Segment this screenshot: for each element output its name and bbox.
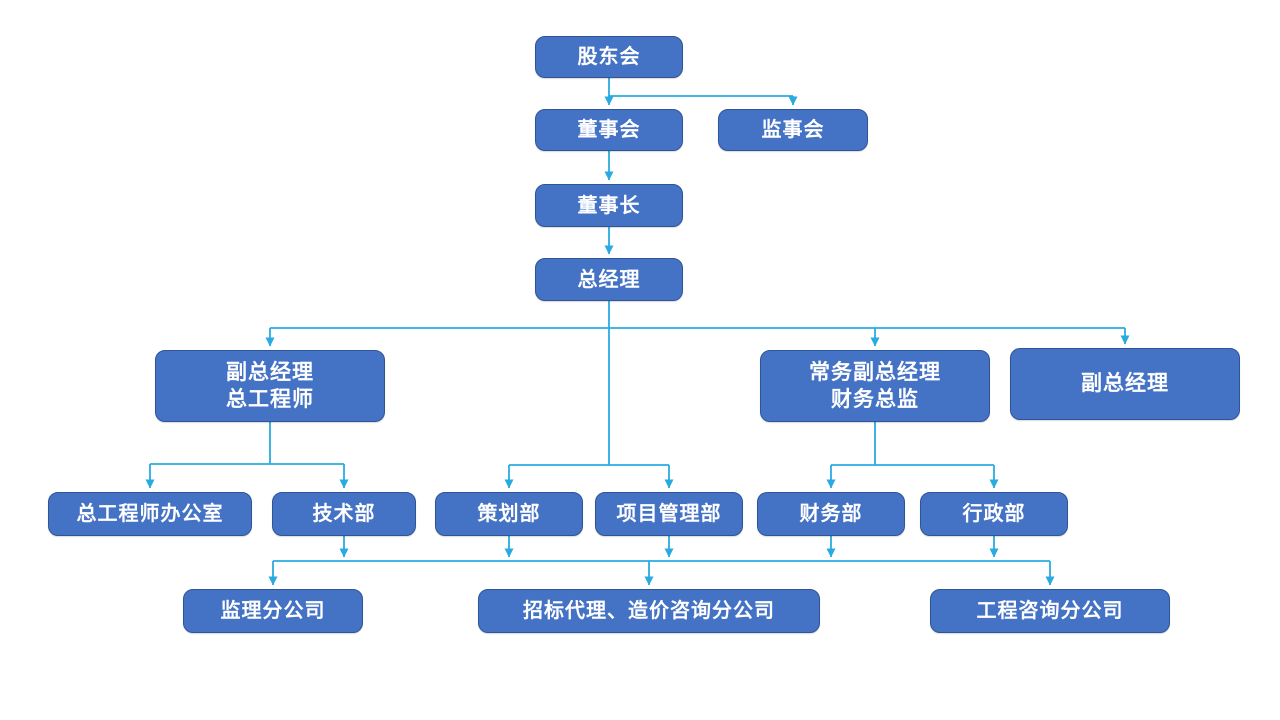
org-node-label: 董事会 xyxy=(577,119,641,141)
org-node-exec-deputy-gm-cfo[interactable]: 常务副总经理 财务总监 xyxy=(760,350,990,422)
org-node-shareholders-meeting[interactable]: 股东会 xyxy=(535,36,683,78)
org-node-label-line1: 副总经理 xyxy=(226,360,314,384)
org-node-engineering-consulting-branch[interactable]: 工程咨询分公司 xyxy=(930,589,1170,633)
org-node-label: 总经理 xyxy=(577,268,641,291)
org-node-label: 招标代理、造价咨询分公司 xyxy=(523,600,775,622)
org-node-label: 股东会 xyxy=(577,46,641,68)
org-node-chief-engineer-office[interactable]: 总工程师办公室 xyxy=(48,492,252,536)
org-node-bidding-cost-consulting-branch[interactable]: 招标代理、造价咨询分公司 xyxy=(478,589,820,633)
org-node-label: 行政部 xyxy=(962,503,1026,525)
org-node-label: 副总经理 xyxy=(1081,372,1169,396)
org-node-finance-dept[interactable]: 财务部 xyxy=(757,492,905,536)
org-node-label: 总工程师办公室 xyxy=(76,503,224,525)
org-node-supervision-branch[interactable]: 监理分公司 xyxy=(183,589,363,633)
org-node-label: 技术部 xyxy=(312,503,376,525)
org-node-planning-dept[interactable]: 策划部 xyxy=(435,492,583,536)
org-node-admin-dept[interactable]: 行政部 xyxy=(920,492,1068,536)
org-node-project-management-dept[interactable]: 项目管理部 xyxy=(595,492,743,536)
org-node-label: 财务部 xyxy=(799,503,863,525)
org-node-deputy-gm-chief-engineer[interactable]: 副总经理 总工程师 xyxy=(155,350,385,422)
org-node-board-of-directors[interactable]: 董事会 xyxy=(535,109,683,151)
org-node-label: 监事会 xyxy=(761,119,825,141)
org-node-label: 监理分公司 xyxy=(220,600,326,622)
org-node-deputy-gm[interactable]: 副总经理 xyxy=(1010,348,1240,420)
org-node-label-line2: 总工程师 xyxy=(226,388,314,411)
org-node-label-line2: 财务总监 xyxy=(831,388,919,411)
org-node-supervisory-board[interactable]: 监事会 xyxy=(718,109,868,151)
org-node-label: 董事长 xyxy=(577,194,641,217)
org-node-chairman[interactable]: 董事长 xyxy=(535,184,683,227)
org-node-label: 工程咨询分公司 xyxy=(976,600,1124,622)
org-node-label-line1: 常务副总经理 xyxy=(809,360,941,384)
org-node-label: 项目管理部 xyxy=(616,503,722,525)
org-node-label: 策划部 xyxy=(477,503,541,525)
org-node-technology-dept[interactable]: 技术部 xyxy=(272,492,416,536)
org-node-general-manager[interactable]: 总经理 xyxy=(535,258,683,301)
